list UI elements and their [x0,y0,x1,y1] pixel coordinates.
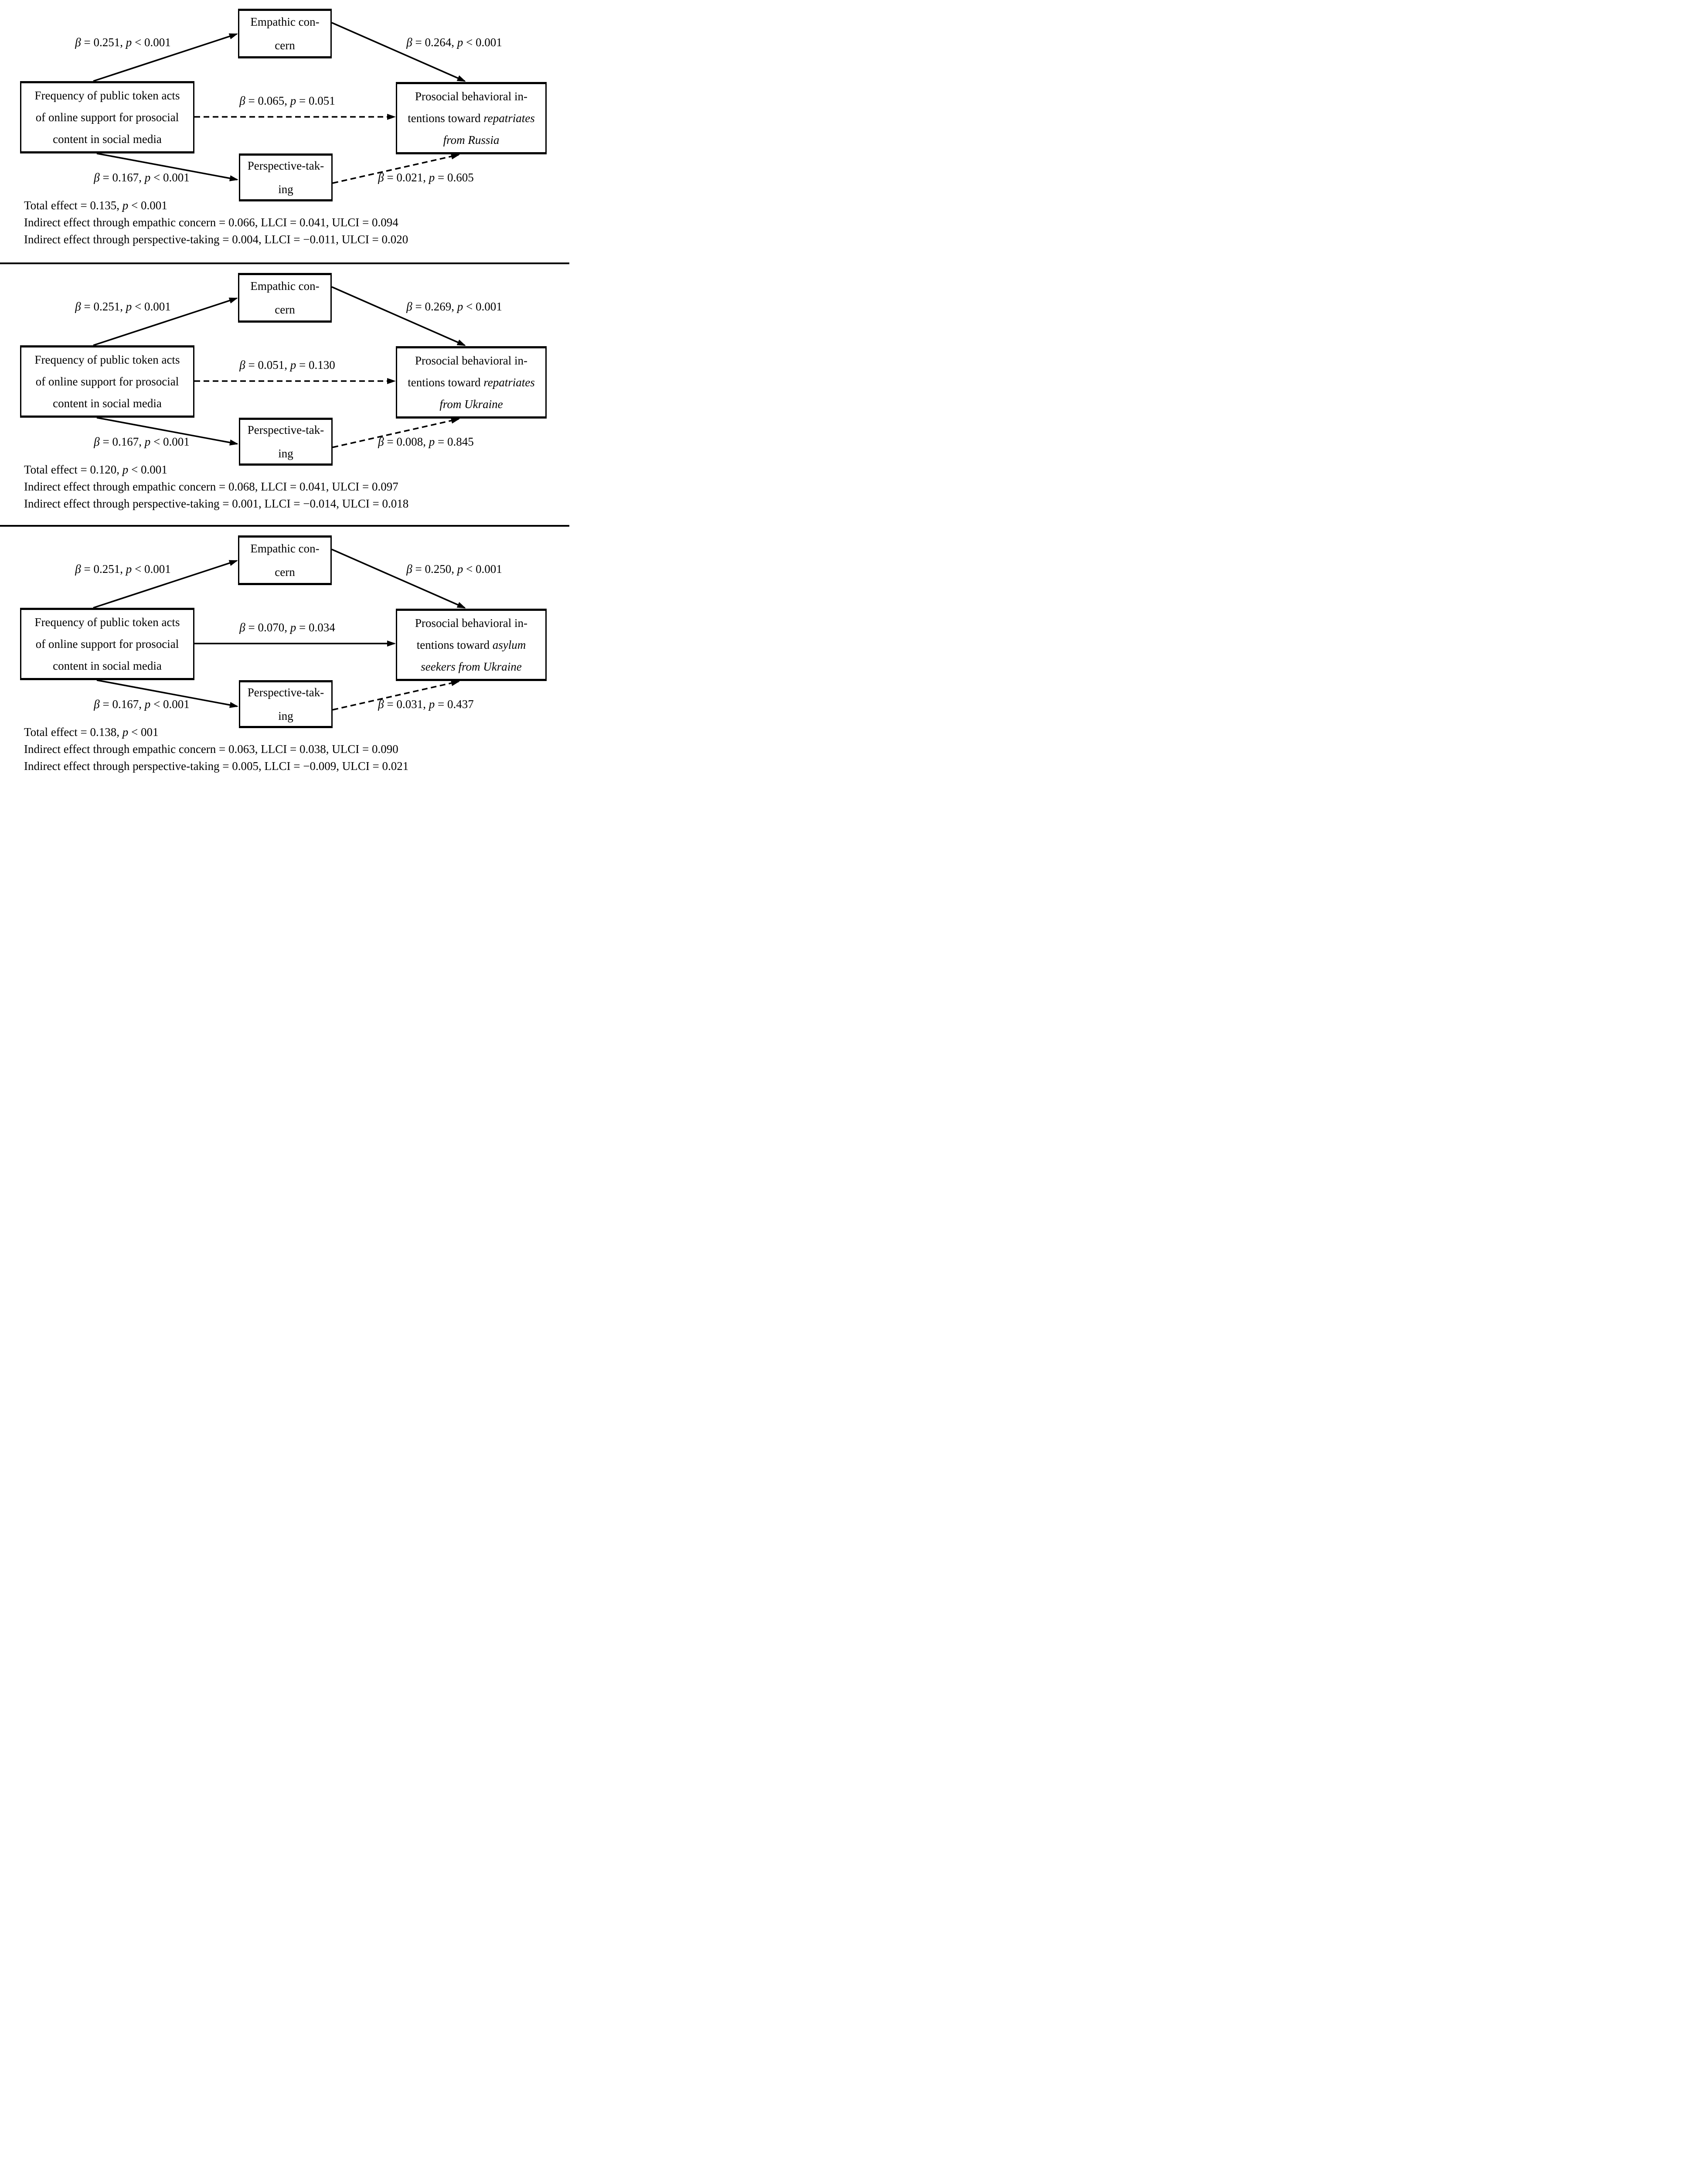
outcome-line: from Russia [443,133,500,146]
empathic-concern-line: cern [275,565,295,579]
path-label-predictor-empathic: β = 0.251, p < 0.001 [75,36,171,49]
outcome-line: Prosocial behavioral in- [415,354,527,367]
mediation-figure: Empathic con- cern Frequency of public t… [0,0,569,787]
arrow-perspective-taking-to-outcome [332,680,460,711]
indirect-effect-empathic-concern-text: Indirect effect through empathic concern… [24,216,398,229]
path-label-predictor-empathic: β = 0.251, p < 0.001 [75,300,171,313]
indirect-effect-empathic-concern-text: Indirect effect through empathic concern… [24,480,398,493]
path-label-empathic-outcome: β = 0.269, p < 0.001 [406,300,502,313]
panel-asylum-seekers-ukraine: Empathic con- cern Frequency of public t… [0,525,569,787]
total-effect-text: Total effect = 0.138, p < 001 [24,726,159,739]
predictor-line: of online support for prosocial [35,637,179,651]
outcome-line: Prosocial behavioral in- [415,90,527,103]
path-label-perspective-outcome: β = 0.008, p = 0.845 [378,435,474,448]
panel-repatriates-russia: Empathic con- cern Frequency of public t… [0,0,569,262]
arrow-empathic-concern-to-outcome [331,548,466,609]
path-label-predictor-perspective: β = 0.167, p < 0.001 [94,698,190,711]
path-arrows-layer [93,286,466,448]
path-arrows-layer [93,22,466,184]
perspective-taking-line: ing [278,183,293,196]
outcome-box: Prosocial behavioral in- tentions toward… [396,346,547,419]
path-label-direct-effect: β = 0.070, p = 0.034 [239,621,335,634]
arrow-empathic-concern-to-outcome [331,286,466,346]
path-label-predictor-empathic: β = 0.251, p < 0.001 [75,562,171,576]
outcome-line: tentions toward repatriates [408,112,535,125]
empathic-concern-line: Empathic con- [250,15,320,28]
perspective-taking-box: Perspective-tak- ing [239,153,333,201]
arrow-perspective-taking-to-outcome [332,153,460,184]
empathic-concern-line: cern [275,39,295,52]
indirect-effect-perspective-taking-text: Indirect effect through perspective-taki… [24,233,408,246]
arrow-predictor-to-perspective-taking [96,679,238,708]
predictor-box: Frequency of public token acts of online… [20,345,194,418]
predictor-box: Frequency of public token acts of online… [20,608,194,680]
path-arrows-layer [93,548,466,711]
effects-summary: Total effect = 0.138, p < 001 Indirect e… [24,724,408,775]
empathic-concern-line: cern [275,303,295,316]
total-effect-text: Total effect = 0.135, p < 0.001 [24,199,167,212]
empathic-concern-box: Empathic con- cern [238,273,332,323]
indirect-effect-perspective-taking-text: Indirect effect through perspective-taki… [24,497,409,510]
arrow-predictor-to-empathic-concern [93,33,238,82]
arrow-perspective-taking-to-outcome [332,417,460,448]
predictor-box: Frequency of public token acts of online… [20,81,194,153]
outcome-line: from Ukraine [439,398,503,411]
outcome-box: Prosocial behavioral in- tentions toward… [396,82,547,154]
outcome-box: Prosocial behavioral in- tentions toward… [396,609,547,681]
empathic-concern-box: Empathic con- cern [238,535,332,585]
effects-summary: Total effect = 0.135, p < 0.001 Indirect… [24,197,408,248]
predictor-line: Frequency of public token acts [34,89,180,102]
predictor-line: Frequency of public token acts [34,616,180,629]
predictor-line: of online support for prosocial [35,375,179,388]
panel-repatriates-ukraine: Empathic con- cern Frequency of public t… [0,262,569,525]
perspective-taking-line: ing [278,709,293,722]
empathic-concern-line: Empathic con- [250,542,320,555]
path-label-perspective-outcome: β = 0.021, p = 0.605 [378,171,474,184]
arrow-predictor-to-perspective-taking [96,153,238,181]
path-label-predictor-perspective: β = 0.167, p < 0.001 [94,171,190,184]
outcome-line: Prosocial behavioral in- [415,617,527,630]
perspective-taking-box: Perspective-tak- ing [239,418,333,466]
path-label-perspective-outcome: β = 0.031, p = 0.437 [378,698,474,711]
path-label-empathic-outcome: β = 0.250, p < 0.001 [406,562,502,576]
perspective-taking-line: Perspective-tak- [247,159,324,172]
predictor-line: content in social media [53,133,162,146]
perspective-taking-line: Perspective-tak- [247,686,324,699]
effects-summary: Total effect = 0.120, p < 0.001 Indirect… [24,461,408,512]
arrow-predictor-to-empathic-concern [93,297,238,346]
predictor-line: content in social media [53,397,162,410]
path-label-predictor-perspective: β = 0.167, p < 0.001 [94,435,190,448]
indirect-effect-empathic-concern-text: Indirect effect through empathic concern… [24,743,398,756]
predictor-line: content in social media [53,659,162,672]
perspective-taking-line: ing [278,447,293,460]
total-effect-text: Total effect = 0.120, p < 0.001 [24,463,167,476]
arrow-predictor-to-empathic-concern [93,560,238,609]
path-label-direct-effect: β = 0.065, p = 0.051 [239,94,335,107]
outcome-line: tentions toward repatriates [408,376,535,389]
outcome-line: tentions toward asylum [416,638,526,651]
arrow-empathic-concern-to-outcome [331,22,466,82]
predictor-line: Frequency of public token acts [34,353,180,366]
arrow-predictor-to-perspective-taking [96,417,238,446]
outcome-line: seekers from Ukraine [421,660,522,673]
indirect-effect-perspective-taking-text: Indirect effect through perspective-taki… [24,760,409,773]
empathic-concern-line: Empathic con- [250,279,320,293]
perspective-taking-box: Perspective-tak- ing [239,680,333,728]
predictor-line: of online support for prosocial [35,111,179,124]
empathic-concern-box: Empathic con- cern [238,9,332,58]
perspective-taking-line: Perspective-tak- [247,423,324,436]
path-label-direct-effect: β = 0.051, p = 0.130 [239,358,335,371]
path-label-empathic-outcome: β = 0.264, p < 0.001 [406,36,502,49]
